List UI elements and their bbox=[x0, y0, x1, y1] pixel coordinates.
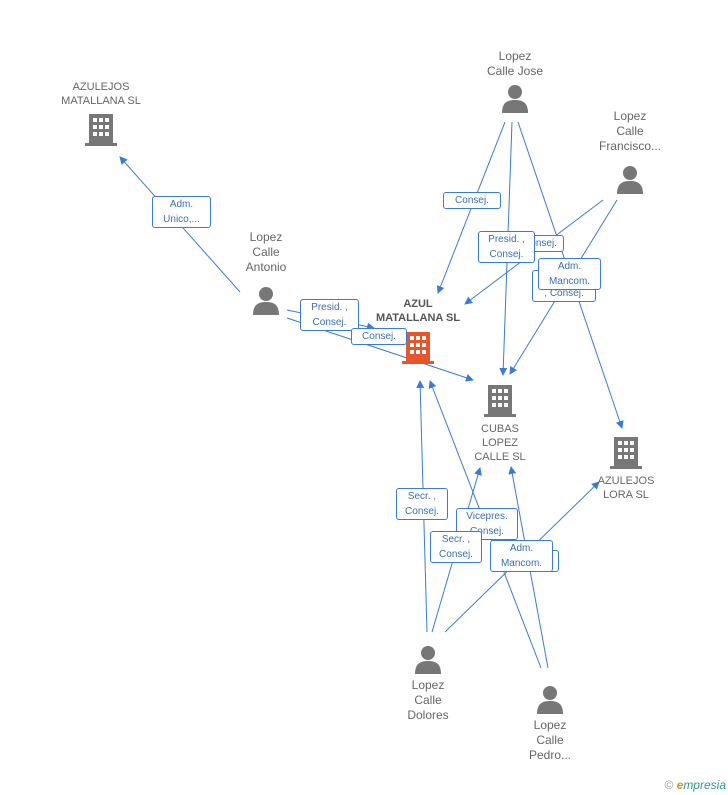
node-lopez-francisco[interactable]: Lopez Calle Francisco... bbox=[580, 109, 680, 194]
building-icon bbox=[484, 385, 516, 417]
lopez-jose-label: Lopez Calle Jose bbox=[486, 49, 544, 78]
person-icon bbox=[253, 287, 279, 315]
node-lopez-jose[interactable]: Lopez Calle Jose bbox=[465, 49, 565, 113]
brand-name: mpresia bbox=[683, 778, 726, 792]
node-azulejos-matallana[interactable]: AZULEJOS MATALLANA SL bbox=[46, 80, 156, 147]
edge-label-adm-mancom-francisco[interactable]: Adm. Mancom. bbox=[538, 258, 601, 290]
edge-label-vicepres-consej[interactable]: Vicepres. Consej. bbox=[456, 508, 518, 540]
lopez-pedro-label: Lopez Calle Pedro... bbox=[528, 718, 572, 762]
edge-label-adm-unico[interactable]: Adm. Unico,... bbox=[152, 196, 211, 228]
edge-label-adm-mancom-pedro[interactable]: Adm. Mancom. bbox=[490, 540, 553, 572]
lopez-dolores-label: Lopez Calle Dolores bbox=[407, 678, 449, 722]
node-lopez-pedro[interactable]: Lopez Calle Pedro... bbox=[500, 684, 600, 763]
azulejos-matallana-label: AZULEJOS MATALLANA SL bbox=[61, 81, 141, 107]
edge-label-secr-consej-1[interactable]: Secr. , Consej. bbox=[396, 488, 448, 520]
lopez-antonio-label: Lopez Calle Antonio bbox=[245, 230, 287, 274]
person-icon bbox=[537, 686, 563, 714]
azulejos-lora-label: AZULEJOS LORA SL bbox=[597, 475, 655, 501]
edge-label-secr-consej-2[interactable]: Secr. , Consej. bbox=[430, 531, 482, 563]
copyright-symbol: © bbox=[664, 778, 674, 792]
edge-label-consej-antonio[interactable]: Consej. bbox=[351, 328, 407, 345]
edge-label-presid-consej-jose[interactable]: Presid. , Consej. bbox=[478, 231, 535, 263]
node-azul-matallana[interactable]: AZUL MATALLANA SL bbox=[363, 297, 473, 365]
edge-label-presid-consej-antonio[interactable]: Presid. , Consej. bbox=[300, 299, 359, 331]
edge-label-consej-jose[interactable]: Consej. bbox=[443, 192, 501, 209]
person-icon bbox=[617, 166, 643, 194]
brand-logo-e: e bbox=[676, 778, 684, 792]
node-cubas-lopez[interactable]: CUBAS LOPEZ CALLE SL bbox=[458, 382, 542, 464]
node-azulejos-lora[interactable]: AZULEJOS LORA SL bbox=[584, 434, 668, 502]
footer-brand: © empresia bbox=[664, 778, 726, 792]
lopez-francisco-label: Lopez Calle Francisco... bbox=[598, 109, 661, 153]
cubas-lopez-label: CUBAS LOPEZ CALLE SL bbox=[474, 423, 526, 463]
person-icon bbox=[502, 85, 528, 113]
node-lopez-dolores[interactable]: Lopez Calle Dolores bbox=[378, 644, 478, 723]
building-icon bbox=[610, 437, 642, 469]
node-lopez-antonio[interactable]: Lopez Calle Antonio bbox=[216, 230, 316, 315]
person-icon bbox=[415, 646, 441, 674]
building-icon bbox=[85, 114, 117, 146]
building-icon bbox=[402, 332, 434, 364]
azul-matallana-label: AZUL MATALLANA SL bbox=[375, 298, 461, 324]
